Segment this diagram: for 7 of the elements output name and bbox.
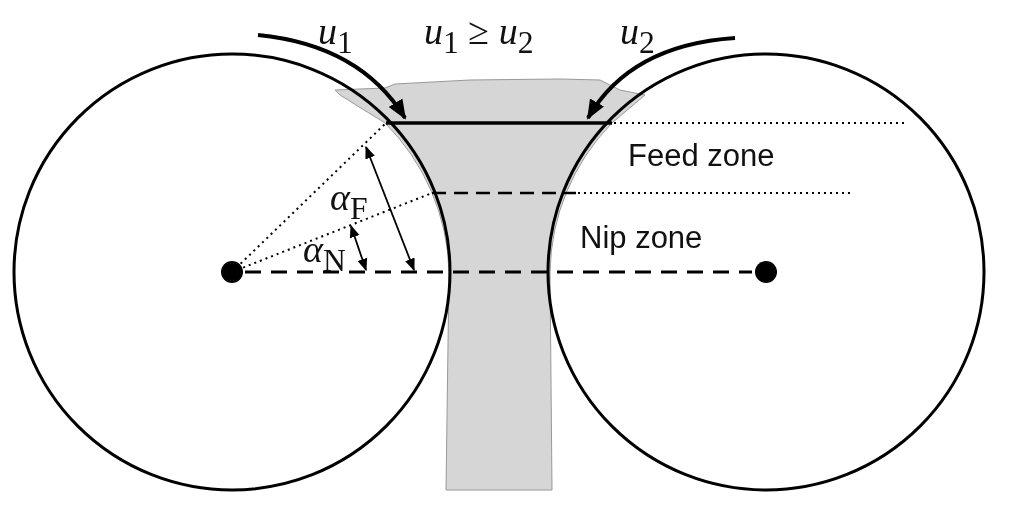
math-label: α$_{N}$: [303, 230, 346, 277]
zone-label: Nip zone: [580, 222, 703, 253]
math-label: u$_{2}$: [620, 12, 655, 59]
math-label: α$_{F}$: [330, 178, 368, 225]
math-label: u$_{1}$ ≥ u$_{2}$: [424, 12, 534, 59]
math-label: u$_{1}$: [318, 12, 353, 59]
zone-label: Feed zone: [628, 140, 775, 171]
